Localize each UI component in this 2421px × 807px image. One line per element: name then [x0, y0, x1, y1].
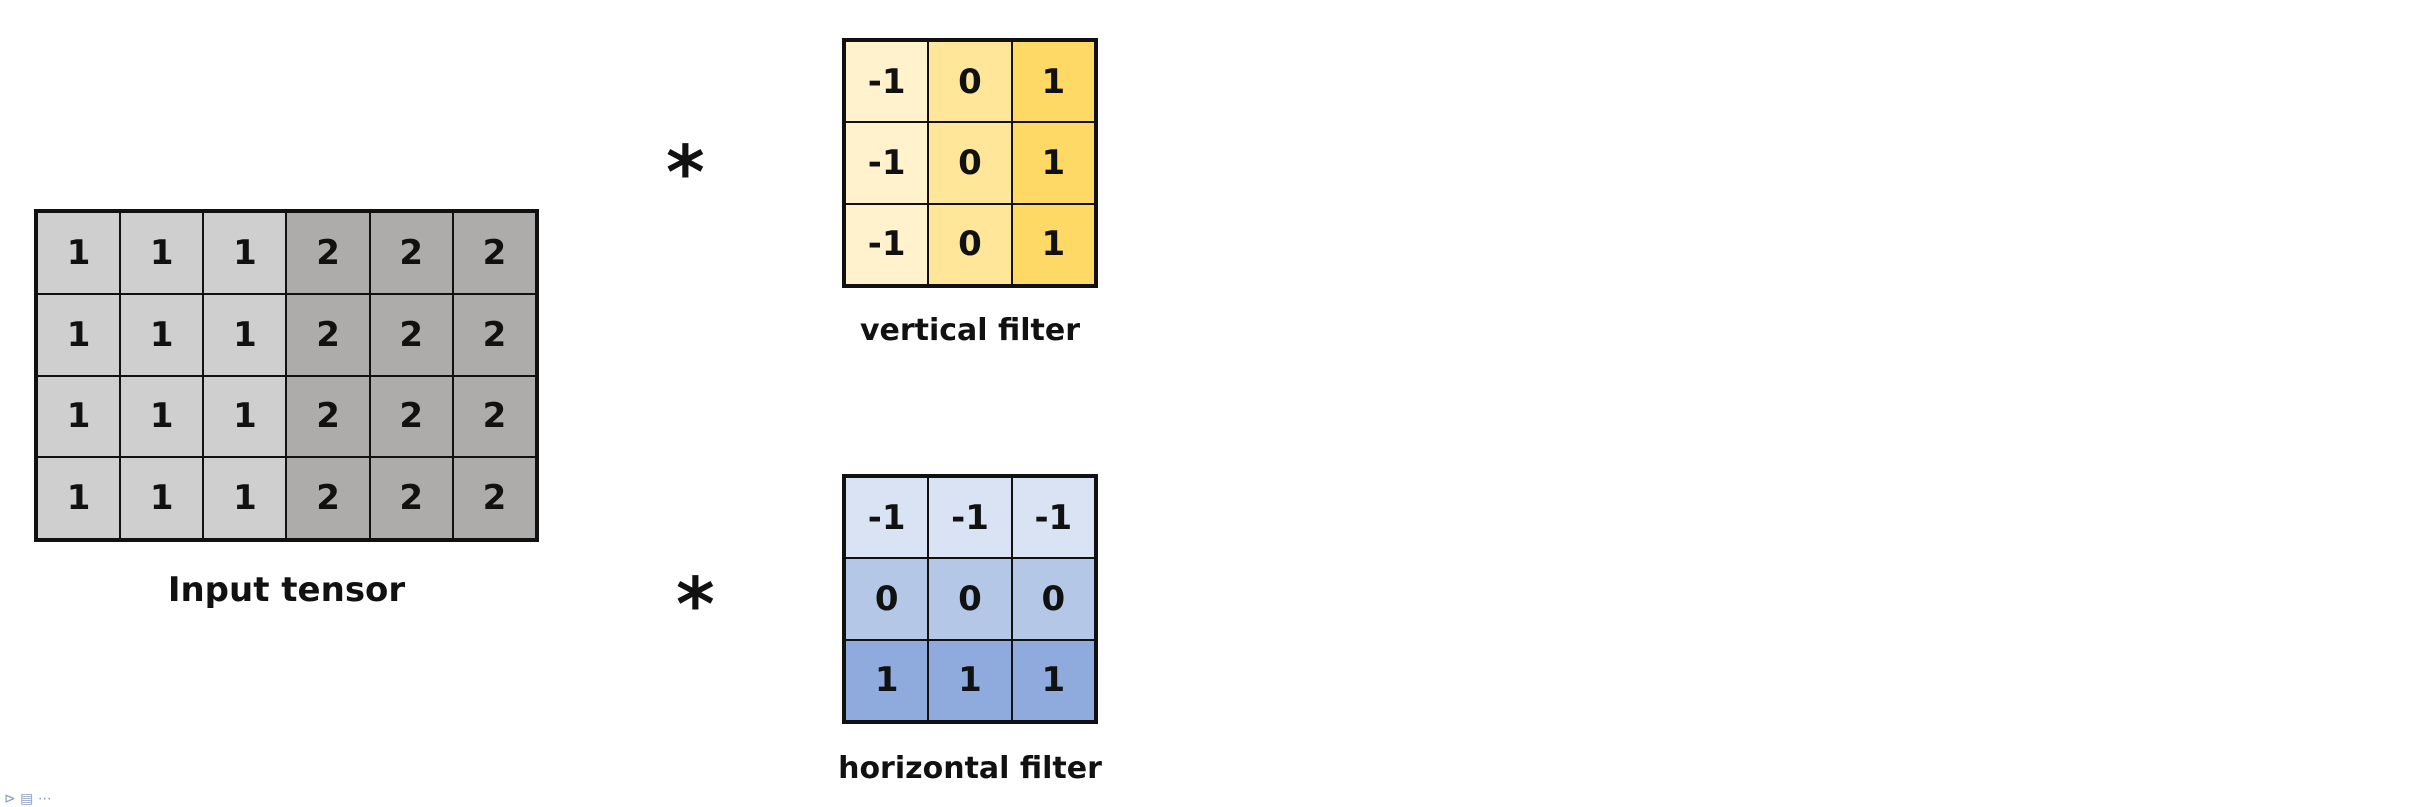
input-tensor-cell: 2 [452, 212, 536, 294]
input-tensor-cell: 1 [120, 293, 204, 376]
horizontal-filter-cell: -1 [845, 477, 929, 559]
horizontal-filter-cell: 1 [845, 639, 929, 721]
horizontal-filter-cell: 0 [845, 558, 929, 640]
convolution-operator-vertical: * [666, 130, 705, 216]
horizontal-filter-cell: 1 [928, 639, 1012, 721]
vertical-filter-cell: 0 [928, 203, 1012, 285]
input-tensor-cell: 2 [369, 375, 453, 458]
input-tensor-caption: Input tensor [167, 570, 406, 610]
vertical-filter-cell: -1 [845, 41, 929, 123]
horizontal-filter-cell: -1 [928, 477, 1012, 559]
vertical-filter-cell: -1 [845, 122, 929, 204]
convolution-operator-horizontal: * [676, 562, 715, 648]
input-tensor-cell: 1 [37, 375, 121, 458]
input-tensor-cell: 2 [286, 375, 370, 458]
input-tensor-cell: 2 [286, 212, 370, 294]
input-tensor-cell: 2 [452, 457, 536, 539]
vertical-filter-caption: vertical filter [859, 313, 1081, 348]
input-tensor-cell: 2 [369, 293, 453, 376]
vertical-filter-cell: 1 [1011, 203, 1095, 285]
horizontal-filter-cell: -1 [1011, 477, 1095, 559]
input-tensor-cell: 2 [452, 375, 536, 458]
horizontal-filter-cell: 1 [1011, 639, 1095, 721]
input-tensor-cell: 1 [120, 212, 204, 294]
corner-toolbar-mark: ⊳ ▤ ⋯ [4, 791, 52, 807]
vertical-filter-cell: 1 [1011, 41, 1095, 123]
vertical-filter-cell: -1 [845, 203, 929, 285]
vertical-filter-cell: 1 [1011, 122, 1095, 204]
input-tensor-cell: 1 [203, 212, 287, 294]
horizontal-filter-caption: horizontal filter [838, 751, 1102, 786]
input-tensor-cell: 1 [37, 293, 121, 376]
input-tensor-cell: 2 [452, 293, 536, 376]
input-tensor-cell: 1 [203, 375, 287, 458]
vertical-filter-cell: 0 [928, 41, 1012, 123]
input-tensor-cell: 1 [37, 457, 121, 539]
input-tensor-cell: 1 [203, 293, 287, 376]
input-tensor-cell: 1 [203, 457, 287, 539]
input-tensor-cell: 2 [369, 212, 453, 294]
vertical-filter-cell: 0 [928, 122, 1012, 204]
input-tensor-cell: 2 [369, 457, 453, 539]
input-tensor-cell: 1 [120, 457, 204, 539]
horizontal-filter-cell: 0 [928, 558, 1012, 640]
horizontal-filter-cell: 0 [1011, 558, 1095, 640]
input-tensor-cell: 1 [120, 375, 204, 458]
input-tensor-cell: 1 [37, 212, 121, 294]
input-tensor-cell: 2 [286, 457, 370, 539]
input-tensor-cell: 2 [286, 293, 370, 376]
